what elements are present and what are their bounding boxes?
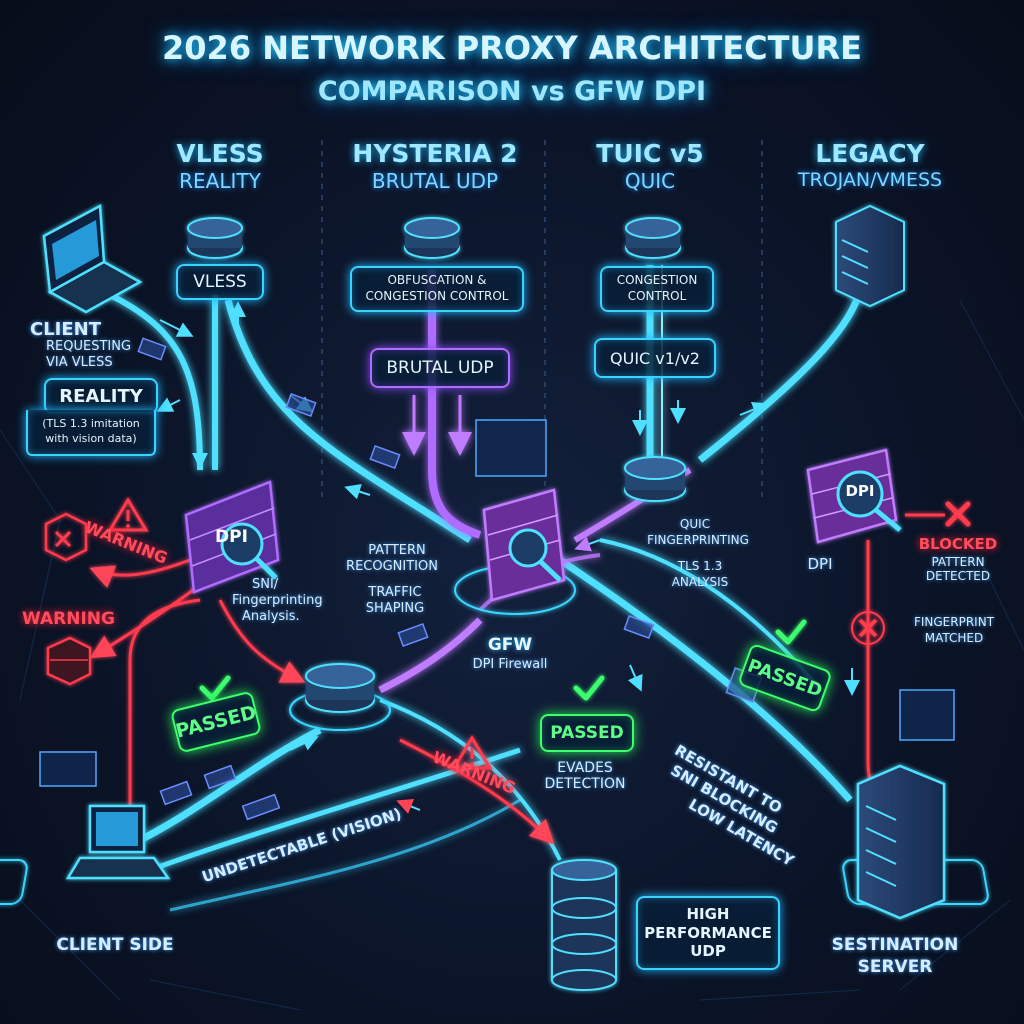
high-perf-line-1: HIGH (686, 904, 730, 923)
firewall-icon (46, 636, 92, 686)
page-subtitle: COMPARISON vs GFW DPI (317, 76, 707, 107)
reality-note-line-1: (TLS 1.3 imitation (42, 417, 140, 431)
column-hysteria-sub: BRUTAL UDP (371, 169, 499, 193)
firewall-icon (482, 488, 566, 602)
client-label: CLIENT (30, 319, 102, 340)
quic-version-label: QUIC v1/v2 (610, 348, 700, 368)
evades-detection-1: EVADES (557, 760, 613, 776)
reality-box: REALITY (44, 378, 158, 414)
data-packets (39, 337, 955, 821)
pattern-recognition-1: PATTERN (368, 543, 426, 558)
x-icon (945, 501, 971, 527)
passed-badge-center: PASSED (540, 714, 634, 752)
dpi-right-icon-label: DPI (845, 482, 875, 500)
pattern-detected-2: DETECTED (925, 569, 991, 583)
fingerprint-matched-1: FINGERPRINT (913, 615, 995, 629)
firewall-icon (184, 480, 280, 594)
sni-analysis-line-1: SNI/ (252, 577, 279, 592)
gfw-label: GFW (487, 635, 533, 655)
router-icon (625, 217, 681, 259)
passed-left-label: PASSED (173, 701, 259, 743)
congestion-box: CONGESTION CONTROL (600, 266, 714, 312)
router-icon (305, 663, 375, 713)
router-icon (624, 456, 686, 502)
high-performance-box: HIGH PERFORMANCE UDP (636, 896, 780, 970)
dpi-right-label: DPI (807, 555, 833, 573)
tls-analysis-2: ANALYSIS (671, 575, 729, 589)
client-side-label: CLIENT SIDE (56, 935, 174, 955)
obfuscation-box: OBFUSCATION & CONGESTION CONTROL (350, 266, 524, 312)
high-perf-line-3: UDP (690, 942, 726, 961)
tls-analysis-1: TLS 1.3 (677, 559, 723, 573)
router-icon (187, 217, 243, 259)
quic-version-box: QUIC v1/v2 (594, 338, 716, 378)
client-via-vless: VIA VLESS (46, 355, 113, 370)
column-legacy-sub: TROJAN/VMESS (797, 169, 943, 191)
pattern-recognition-2: RECOGNITION (346, 559, 438, 574)
sni-analysis-line-2: Fingerprinting (232, 593, 323, 608)
check-icon (775, 619, 807, 645)
destination-label-1: SESTINATION (831, 935, 959, 955)
passed-center-label: PASSED (550, 723, 624, 743)
column-vless-sub: REALITY (179, 169, 261, 193)
reality-label: REALITY (59, 385, 143, 407)
reality-note-box: (TLS 1.3 imitation with vision data) (26, 410, 156, 456)
fingerprint-matched-2: MATCHED (924, 631, 984, 645)
column-legacy-name: LEGACY (815, 139, 925, 168)
check-icon (573, 675, 605, 701)
vless-flow (108, 292, 853, 912)
column-hysteria-name: HYSTERIA 2 (352, 139, 518, 168)
blocked-label: BLOCKED (918, 535, 998, 553)
vless-box-label: VLESS (193, 272, 247, 292)
obfuscation-line-2: CONGESTION CONTROL (365, 289, 509, 303)
firewall-icon (806, 448, 902, 544)
dpi-left-icon-label: DPI (215, 527, 248, 547)
router-icon (404, 217, 460, 259)
quic-fingerprinting-1: QUIC (679, 517, 711, 531)
brutal-udp-box: BRUTAL UDP (370, 348, 510, 388)
database-icon (551, 859, 617, 991)
quic-fingerprinting-2: FINGERPRINTING (647, 533, 749, 547)
high-perf-line-2: PERFORMANCE (644, 923, 772, 942)
column-vless-name: VLESS (176, 139, 264, 168)
page-title: 2026 NETWORK PROXY ARCHITECTURE (162, 29, 862, 67)
destination-label-2: SERVER (857, 957, 933, 977)
congestion-line-2: CONTROL (627, 289, 687, 303)
sni-analysis-line-3: Analysis. (242, 609, 300, 624)
laptop-icon (42, 203, 143, 314)
background-mesh (0, 299, 1024, 1011)
obfuscation-line-1: OBFUSCATION & (387, 273, 487, 288)
x-icon (44, 512, 88, 562)
check-icon (199, 675, 231, 701)
brutal-udp-label: BRUTAL UDP (386, 358, 494, 378)
congestion-line-1: CONGESTION (616, 273, 698, 288)
traffic-shaping-1: TRAFFIC (368, 585, 422, 600)
server-icon (856, 764, 946, 920)
x-icon (851, 611, 885, 645)
column-tuic-sub: QUIC (624, 169, 676, 193)
evades-detection-2: DETECTION (544, 776, 626, 792)
pattern-detected-1: PATTERN (931, 555, 985, 569)
server-icon (835, 204, 905, 308)
laptop-icon (65, 804, 171, 880)
warning-icon (107, 497, 149, 532)
warning-label-2: WARNING (22, 609, 115, 629)
column-tuic-name: TUIC v5 (596, 139, 704, 168)
client-requesting: REQUESTING (46, 339, 132, 354)
warning-icon (451, 735, 493, 770)
gfw-sublabel: DPI Firewall (472, 657, 548, 672)
reality-note-line-2: with vision data) (45, 432, 137, 445)
traffic-shaping-2: SHAPING (365, 601, 425, 616)
vless-box: VLESS (176, 264, 264, 300)
